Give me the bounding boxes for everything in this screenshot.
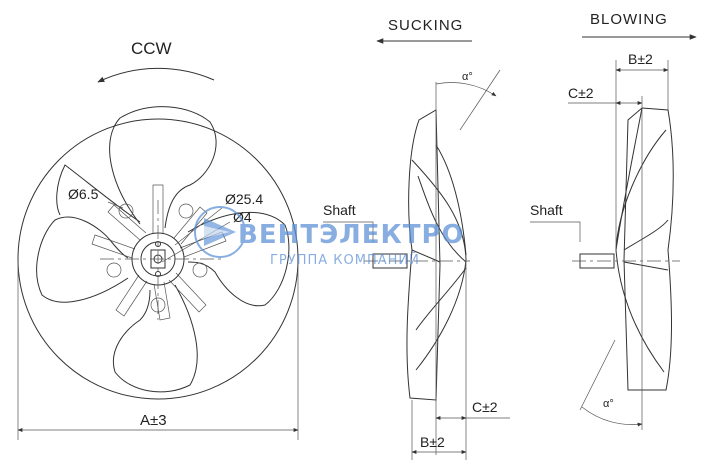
hole-diameter-label: Ø6.5 (68, 186, 99, 202)
sucking-view: SUCKING α° Shaft C±2 B±2 (323, 17, 510, 460)
rotation-label: CCW (131, 39, 172, 58)
blowing-dim-c-label: C±2 (568, 85, 594, 101)
blowing-angle-arc (581, 406, 643, 427)
outer-diameter-label: A±3 (140, 412, 167, 429)
blowing-title: BLOWING (590, 11, 668, 28)
mount-hole (118, 203, 134, 219)
hub-spokes (91, 184, 227, 321)
fan-blades (36, 106, 290, 393)
front-view: CCW (17, 39, 299, 440)
watermark-logo-mark (194, 206, 246, 258)
sucking-dim-c-label: C±2 (472, 399, 498, 415)
hub-pin (155, 241, 161, 247)
blowing-shaft-label: Shaft (530, 202, 563, 218)
sucking-dim-b-label: B±2 (420, 434, 445, 450)
watermark-tagline: ГРУППА КОМПАНИЙ (270, 252, 420, 268)
watermark-brand: ВЕНТЭЛЕКТРО (238, 220, 465, 250)
mount-hole (192, 262, 208, 278)
watermark: ВЕНТЭЛЕКТРО ГРУППА КОМПАНИЙ (194, 206, 465, 268)
hole-leader (107, 201, 124, 209)
sucking-angle-arc (435, 82, 497, 97)
sucking-title: SUCKING (388, 17, 463, 34)
fan-outer-circle (17, 118, 299, 400)
sucking-angle-line (459, 69, 501, 131)
hub-diameter-label: Ø25.4 (225, 191, 263, 207)
mount-hole (106, 262, 122, 278)
blowing-blade-profile (615, 107, 674, 391)
sucking-shaft-leader (323, 221, 374, 242)
blowing-shaft-leader (530, 221, 581, 242)
blowing-view: BLOWING α° B±2 C±2 Shaft (530, 11, 697, 430)
blowing-dim-b-label: B±2 (628, 51, 653, 67)
rotation-arrow (97, 67, 215, 83)
sucking-angle-label: α° (462, 71, 473, 83)
blowing-angle-label: α° (603, 398, 614, 410)
sucking-shaft-label: Shaft (323, 202, 356, 218)
hub-leader (174, 207, 223, 246)
blowing-angle-line (579, 339, 616, 411)
mount-hole (178, 203, 194, 219)
